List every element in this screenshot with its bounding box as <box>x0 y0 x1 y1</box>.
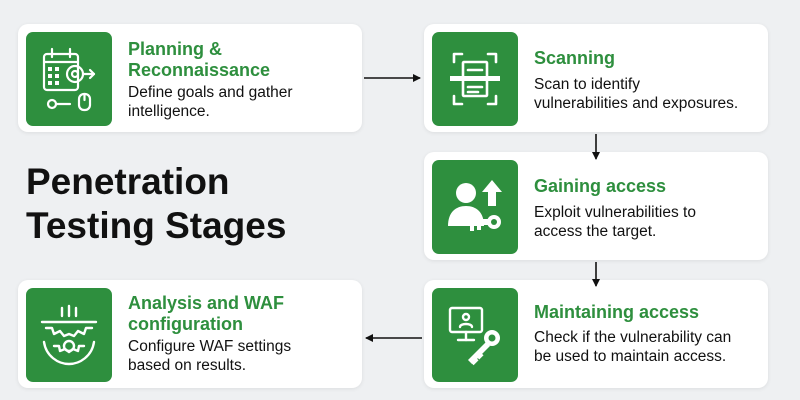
stage-description: Define goals and gather intelligence. <box>128 84 293 120</box>
gear-shield-icon <box>26 288 112 382</box>
stage-card-analysis-waf: Analysis and WAF configuration Configure… <box>18 280 362 388</box>
page-title-line-1: Penetration <box>26 161 230 202</box>
stage-card-planning: Planning & Reconnaissance Define goals a… <box>18 24 362 132</box>
stage-title: Analysis and WAF configuration <box>128 293 285 334</box>
calendar-target-icon <box>26 32 112 126</box>
computer-key-icon <box>432 288 518 382</box>
stage-description: Exploit vulnerabilities to access the ta… <box>534 204 696 240</box>
stage-card-maintaining-access: Maintaining access Check if the vulnerab… <box>424 280 768 388</box>
page-title-line-2: Testing Stages <box>26 205 287 246</box>
document-scanner-icon <box>432 32 518 126</box>
stage-title: Planning & Reconnaissance <box>128 39 271 80</box>
stage-title: Maintaining access <box>534 302 700 322</box>
stage-card-gaining-access: Gaining access Exploit vulnerabilities t… <box>424 152 768 260</box>
stage-title: Gaining access <box>534 176 667 196</box>
stage-description: Configure WAF settings based on results. <box>128 338 292 374</box>
page-title: Penetration Testing Stages <box>26 160 286 248</box>
stage-card-scanning: Scanning Scan to identify vulnerabilitie… <box>424 24 768 132</box>
stage-description: Scan to identify vulnerabilities and exp… <box>534 76 739 112</box>
stage-description: Check if the vulnerability can be used t… <box>534 329 732 365</box>
stage-title: Scanning <box>534 48 616 68</box>
user-key-icon <box>432 160 518 254</box>
